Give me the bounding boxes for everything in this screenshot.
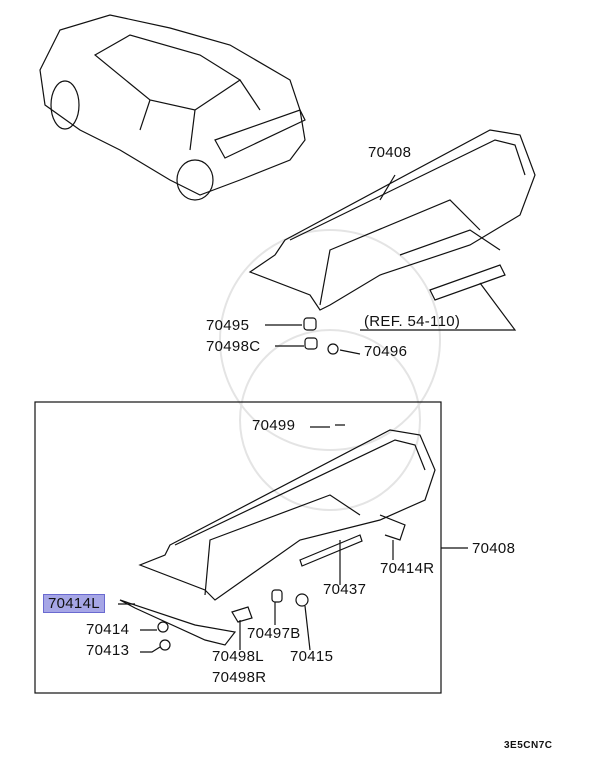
label-70495[interactable]: 70495: [206, 317, 250, 334]
label-70408-right[interactable]: 70408: [472, 540, 516, 557]
car-illustration: [39, 14, 306, 201]
label-70415[interactable]: 70415: [290, 648, 334, 665]
clips-top: [265, 317, 361, 355]
label-70498C[interactable]: 70498C: [206, 338, 261, 355]
diagram-code: 3E5CN7C: [504, 740, 553, 751]
label-ref-54-110[interactable]: (REF. 54-110): [364, 313, 461, 330]
label-70414[interactable]: 70414: [86, 621, 130, 638]
label-70499[interactable]: 70499: [252, 417, 296, 434]
label-70413[interactable]: 70413: [86, 642, 130, 659]
brake-light: [429, 264, 506, 301]
side-bracket: [119, 599, 237, 646]
label-70498R[interactable]: 70498R: [212, 669, 267, 686]
leader-lines: [118, 540, 394, 653]
label-70497B[interactable]: 70497B: [247, 625, 301, 642]
label-70496[interactable]: 70496: [364, 343, 408, 360]
label-70498L[interactable]: 70498L: [212, 648, 264, 665]
spoiler-assembly: [119, 424, 436, 651]
spoiler-top: [248, 129, 536, 331]
watermark-logo: [219, 229, 441, 511]
label-70414L-highlighted[interactable]: 70414L: [43, 594, 105, 613]
label-70408-top[interactable]: 70408: [368, 144, 412, 161]
label-70437[interactable]: 70437: [323, 581, 367, 598]
label-70414R[interactable]: 70414R: [380, 560, 435, 577]
